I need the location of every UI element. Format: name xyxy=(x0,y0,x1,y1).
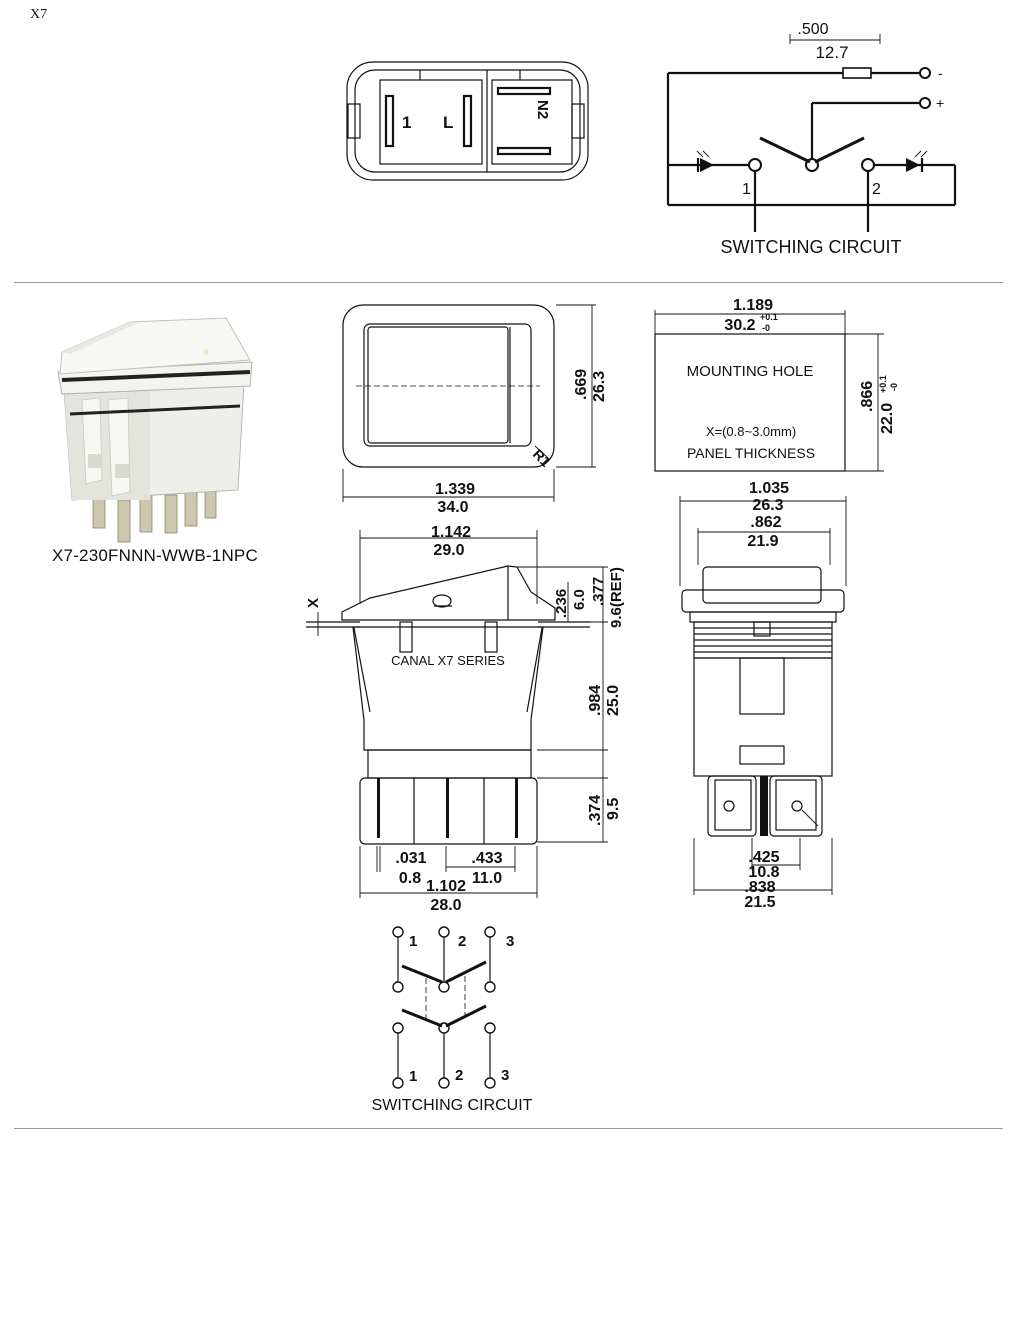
side-top-width-mm: 29.0 xyxy=(433,542,464,559)
circuit-top-plus: + xyxy=(936,95,944,111)
circuit-diagram-top xyxy=(666,34,957,232)
circuit-bottom-lower-2: 2 xyxy=(455,1067,463,1084)
side-base-inch: 1.102 xyxy=(426,878,466,895)
part-number-caption: X7-230FNNN-WWB-1NPC xyxy=(52,546,258,565)
end-base-mm: 21.5 xyxy=(744,894,775,911)
mount-width-mm: 30.2 xyxy=(724,317,755,334)
circuit-top-minus: - xyxy=(938,65,943,81)
circuit-top-dim-mm: 12.7 xyxy=(815,43,848,62)
side-term-mm: 9.5 xyxy=(605,798,622,820)
side-377-mm: 9.6(REF) xyxy=(608,567,625,628)
side-term-inch: .374 xyxy=(587,795,604,826)
end-view-outline xyxy=(679,496,847,895)
front-height-mm: 26.3 xyxy=(591,371,608,402)
circuit-bottom-lower-1: 1 xyxy=(409,1068,417,1085)
end-spacing-mm: 10.8 xyxy=(748,864,779,881)
side-series-label: CANAL X7 SERIES xyxy=(391,653,505,668)
mounting-hole-outline xyxy=(654,310,884,472)
circuit-bottom-top-3: 3 xyxy=(506,933,514,950)
front-radius: R1 xyxy=(530,446,554,470)
side-236-mm: 6.0 xyxy=(571,589,588,610)
circuit-bottom-top-2: 2 xyxy=(458,933,466,950)
side-236-inch: .236 xyxy=(553,589,570,618)
circuit-top-caption: SWITCHING CIRCUIT xyxy=(721,237,902,257)
front-width-mm: 34.0 xyxy=(437,499,468,516)
circuit-diagram-bottom xyxy=(392,926,496,1089)
mount-panel-thickness: PANEL THICKNESS xyxy=(687,445,815,461)
front-width-inch: 1.339 xyxy=(435,481,475,498)
top-view-terminal-L: L xyxy=(443,113,453,132)
top-view-terminal-N2: N2 xyxy=(534,100,551,119)
end-base-inch: .838 xyxy=(744,879,775,896)
circuit-bottom-caption: SWITCHING CIRCUIT xyxy=(372,1097,533,1114)
end-outer-inch: 1.035 xyxy=(749,480,789,497)
mount-height-tol-plus: +0.1 xyxy=(878,375,888,393)
section-divider-bottom xyxy=(14,1128,1003,1129)
side-panel-x: X xyxy=(305,598,322,608)
circuit-bottom-lower-3: 3 xyxy=(501,1067,509,1084)
circuit-bottom-top-1: 1 xyxy=(409,933,417,950)
side-body-mm: 25.0 xyxy=(605,685,622,716)
circuit-top-terminal-2: 2 xyxy=(872,181,881,198)
circuit-top-terminal-1: 1 xyxy=(742,181,751,198)
circuit-top-dim-inch: .500 xyxy=(797,21,828,38)
mount-panel-range: X=(0.8~3.0mm) xyxy=(706,424,796,439)
page-label: X7 xyxy=(30,7,48,22)
mount-height-mm: 22.0 xyxy=(879,403,896,434)
mount-width-tol-plus: +0.1 xyxy=(760,312,778,322)
section-divider-top xyxy=(14,282,1003,283)
front-height-inch: .669 xyxy=(573,369,590,400)
side-view-outline xyxy=(306,530,608,898)
side-377-inch: .377 xyxy=(590,577,607,606)
end-spacing-inch: .425 xyxy=(748,849,779,866)
mount-height-inch: .866 xyxy=(859,381,876,412)
mount-width-tol-minus: -0 xyxy=(762,323,770,333)
side-base-mm: 28.0 xyxy=(430,897,461,914)
product-photo xyxy=(57,317,253,543)
side-body-inch: .984 xyxy=(587,685,604,716)
side-pitch-inch: .433 xyxy=(471,850,502,867)
front-view-outline xyxy=(342,304,596,502)
side-thickness-inch: .031 xyxy=(395,850,426,867)
top-view-outline xyxy=(346,61,589,181)
mount-hole-title: MOUNTING HOLE xyxy=(687,363,814,380)
end-inner-inch: .862 xyxy=(750,514,781,531)
side-pitch-mm: 11.0 xyxy=(472,870,502,887)
mount-width-inch: 1.189 xyxy=(733,297,773,314)
top-view-terminal-1: 1 xyxy=(402,113,411,132)
side-top-width-inch: 1.142 xyxy=(431,524,471,541)
mount-height-tol-minus: -0 xyxy=(889,383,899,391)
end-outer-mm: 26.3 xyxy=(752,497,783,514)
end-inner-mm: 21.9 xyxy=(747,533,778,550)
side-thickness-mm: 0.8 xyxy=(399,870,421,887)
